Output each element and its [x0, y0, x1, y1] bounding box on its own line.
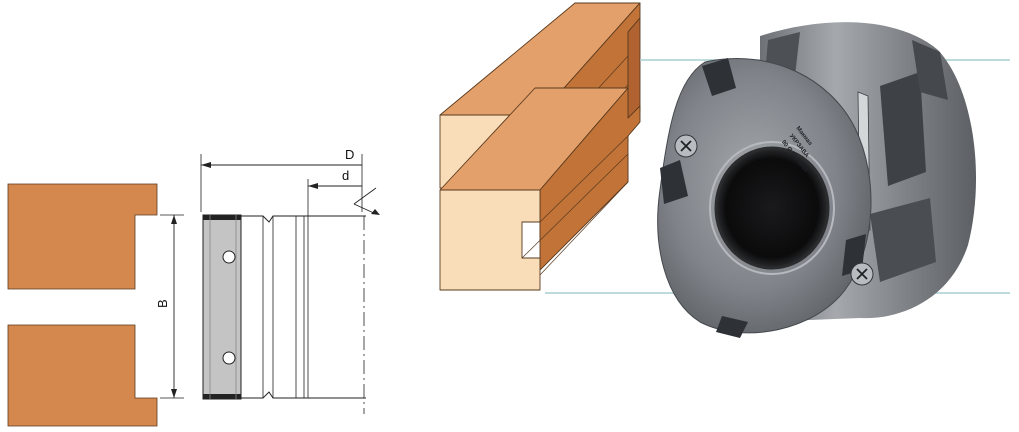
dimension-label-outer: D [345, 147, 354, 162]
dimension-b [160, 214, 184, 399]
bore-chamfer [709, 141, 835, 275]
cutter-engraving: Mакмаs УКРЗАВА 90 Ø 50Z 4/40 [780, 126, 813, 174]
cutter-bore [714, 146, 830, 270]
upper-board-section [7, 183, 158, 290]
lower-board-section [7, 324, 158, 427]
knife-screw-hole-bottom [222, 351, 236, 365]
dimension-d-bore [307, 179, 362, 212]
face-notch-left [660, 160, 688, 204]
cutter-knife [202, 214, 242, 400]
wood-profile-section [7, 183, 158, 427]
dimension-label-width: B [155, 299, 170, 308]
face-notch-top [702, 58, 736, 96]
angle-mark [353, 187, 380, 215]
screw-top [674, 134, 698, 158]
dimension-label-bore: d [342, 168, 349, 183]
cutter-technical-drawing [160, 154, 380, 414]
gullet-4 [870, 198, 936, 282]
cutter-photo [545, 22, 1010, 338]
dimension-d-outer [200, 154, 363, 212]
knife-screw-hole-top [222, 250, 236, 264]
bottom-board [439, 87, 641, 291]
wood-boards-3d [439, 2, 641, 291]
gullet-3 [912, 40, 948, 100]
cutter-body-outline [237, 212, 366, 414]
gullet-2 [880, 72, 926, 186]
face-notch-bottom [716, 316, 748, 338]
screw-bottom [850, 262, 874, 286]
